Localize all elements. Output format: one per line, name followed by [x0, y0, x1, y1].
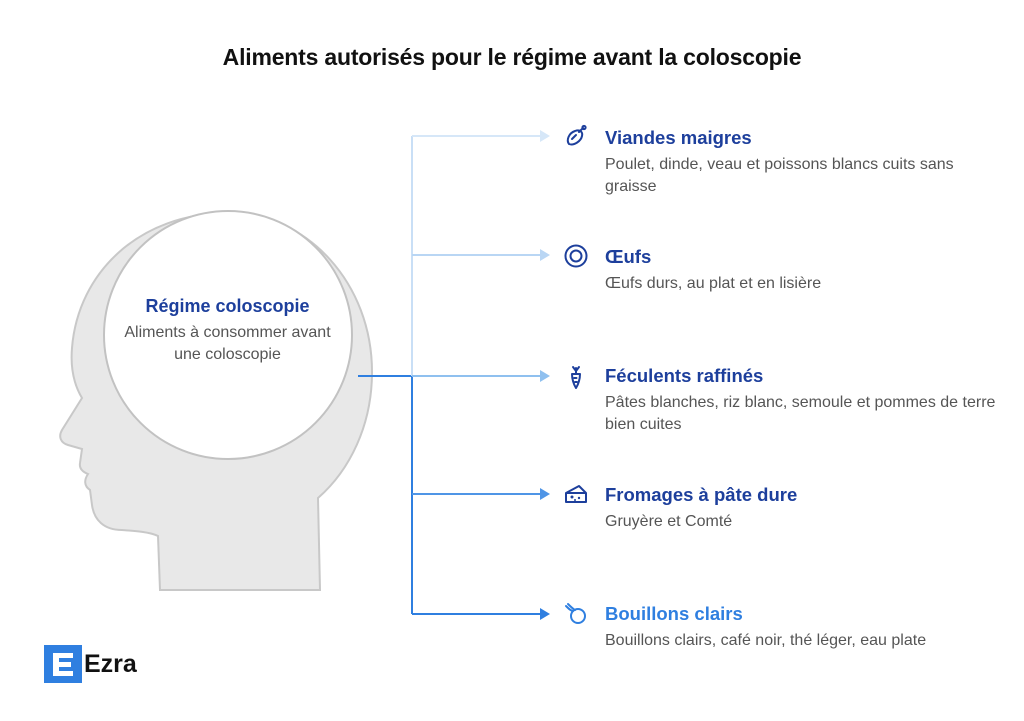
brand-logo: Ezra — [44, 645, 137, 683]
arrowhead-4 — [540, 488, 550, 500]
center-description: Aliments à consommer avant une coloscopi… — [124, 324, 331, 363]
item-description: Pâtes blanches, riz blanc, semoule et po… — [605, 394, 996, 433]
cheese-icon — [565, 485, 587, 503]
item-description: Bouillons clairs, café noir, thé léger, … — [605, 632, 927, 649]
item-title: Viandes maigres — [605, 127, 752, 148]
item-title: Bouillons clairs — [605, 603, 743, 624]
arrowhead-5 — [540, 608, 550, 620]
item-description: Gruyère et Comté — [605, 513, 733, 530]
meat-icon — [566, 124, 587, 146]
item-title: Œufs — [605, 246, 652, 267]
item-title: Fromages à pâte dure — [605, 484, 798, 505]
food-item-viandes-maigres: Viandes maigres Poulet, dinde, veau et p… — [605, 126, 1005, 198]
page-title: Aliments autorisés pour le régime avant … — [222, 44, 802, 70]
egg-icon — [564, 244, 588, 268]
ezra-logo-icon — [44, 645, 82, 683]
arrowhead-3 — [540, 370, 550, 382]
food-item-oeufs: Œufs Œufs durs, au plat et en lisière — [605, 245, 1005, 295]
food-item-bouillons-clairs: Bouillons clairs Bouillons clairs, café … — [605, 602, 1005, 652]
carrot-icon — [571, 366, 581, 389]
mind-circle — [103, 210, 353, 460]
broth-icon — [565, 603, 586, 624]
item-description: Poulet, dinde, veau et poissons blancs c… — [605, 156, 954, 195]
food-item-fromages-pate-dure: Fromages à pâte dure Gruyère et Comté — [605, 483, 1005, 533]
item-title: Féculents raffinés — [605, 365, 764, 386]
arrowhead-2 — [540, 249, 550, 261]
center-title: Régime coloscopie — [145, 296, 310, 316]
food-item-feculents-raffines: Féculents raffinés Pâtes blanches, riz b… — [605, 364, 1005, 436]
brand-name: Ezra — [84, 649, 137, 678]
item-description: Œufs durs, au plat et en lisière — [605, 275, 822, 292]
arrowhead-1 — [540, 130, 550, 142]
